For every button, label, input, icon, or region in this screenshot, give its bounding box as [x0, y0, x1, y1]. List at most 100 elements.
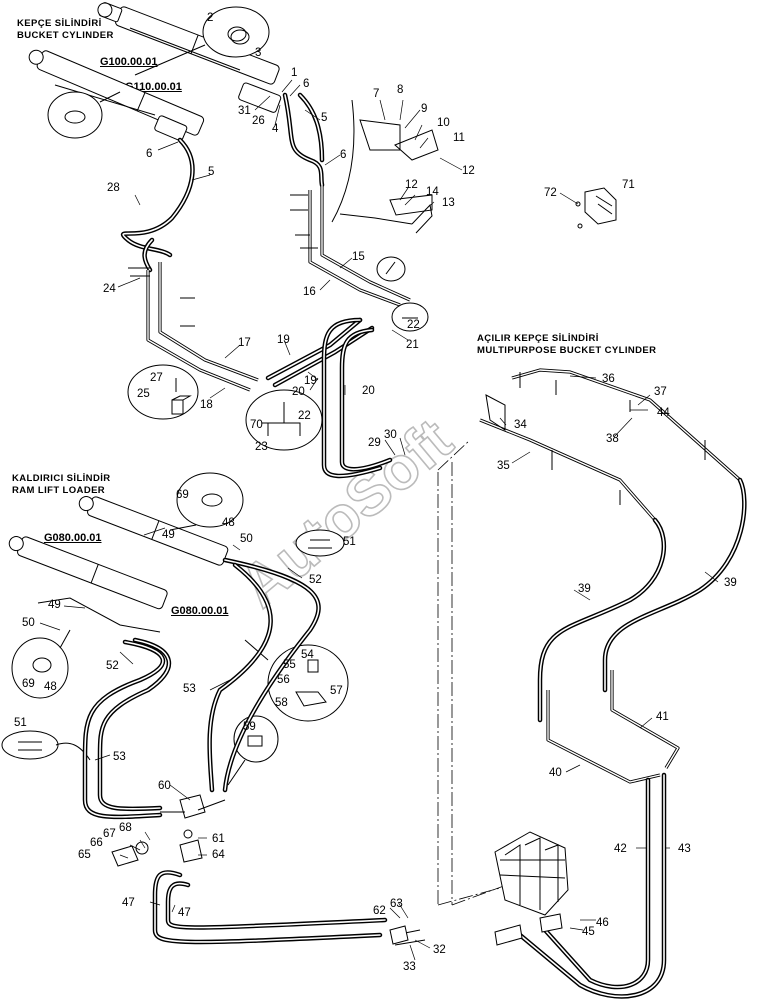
- part-number-label: 30: [384, 429, 397, 441]
- part-number-label: 39: [724, 577, 737, 589]
- caption-tr: AÇILIR KEPÇE SİLİNDİRİ: [477, 333, 599, 344]
- part-number-label: 22: [407, 319, 420, 331]
- part-number-label: 58: [275, 697, 288, 709]
- part-number-label: 50: [22, 617, 35, 629]
- part-number-label: 44: [657, 407, 670, 419]
- ram-lift-caption: KALDIRICI SİLİNDİR RAM LIFT LOADER: [12, 473, 111, 497]
- detail-circle-51-lower: [1, 730, 91, 761]
- control-valve: [494, 831, 569, 916]
- part-number-label: 56: [277, 674, 290, 686]
- part-number-label: 51: [14, 717, 27, 729]
- part-number-label: 6: [303, 78, 309, 90]
- part-number-label: 25: [137, 388, 150, 400]
- part-number-label: 19: [304, 375, 317, 387]
- part-number-label: 69: [176, 489, 189, 501]
- part-number-label: 51: [343, 536, 356, 548]
- part-number-label: 15: [352, 251, 365, 263]
- detail-circle-25-27: [127, 364, 199, 420]
- part-number-label: 2: [207, 12, 213, 24]
- part-number-label: 69: [22, 678, 35, 690]
- bucket-cylinder-caption: KEPÇE SİLİNDİRİ BUCKET CYLINDER: [17, 18, 114, 42]
- part-number-label: 42: [614, 843, 627, 855]
- part-number-label: 4: [272, 123, 279, 135]
- part-number-label: 48: [44, 681, 57, 693]
- part-number-label: 5: [208, 166, 214, 178]
- pin-detail: [376, 256, 429, 332]
- part-number-label: 12: [462, 165, 475, 177]
- part-number-label: 50: [240, 533, 253, 545]
- part-number-label: 67: [103, 828, 116, 840]
- code-g100: G100.00.01: [100, 56, 158, 68]
- part-number-label: 18: [200, 399, 213, 411]
- part-number-label: 46: [596, 917, 609, 929]
- multipurpose-pipes: [479, 368, 742, 522]
- valve-block-71: [575, 187, 617, 229]
- part-number-label: 63: [390, 898, 403, 910]
- part-number-label: 12: [405, 179, 418, 191]
- lift-cylinders: [8, 496, 229, 633]
- part-number-label: 29: [368, 437, 381, 449]
- part-number-label: 49: [162, 529, 175, 541]
- part-number-label: 62: [373, 905, 386, 917]
- part-number-label: 38: [606, 433, 619, 445]
- part-number-label: 3: [255, 47, 261, 59]
- part-number-label: 1: [291, 67, 297, 79]
- part-number-label: 6: [146, 148, 152, 160]
- part-number-label: 8: [397, 84, 403, 96]
- part-number-label: 21: [406, 339, 419, 351]
- part-number-label: 11: [453, 132, 465, 144]
- part-number-label: 26: [252, 115, 265, 127]
- lift-hoses: [82, 557, 321, 820]
- part-number-label: 53: [183, 683, 196, 695]
- part-number-label: 36: [602, 373, 615, 385]
- hoses-42-43: [517, 772, 667, 999]
- part-number-label: 53: [113, 751, 126, 763]
- part-number-label: 17: [238, 337, 251, 349]
- part-number-label: 23: [255, 441, 268, 453]
- part-number-label: 7: [373, 88, 379, 100]
- part-number-label: 39: [578, 583, 591, 595]
- code-g080-upper: G080.00.01: [44, 532, 102, 544]
- part-number-label: 20: [292, 386, 305, 398]
- part-number-label: 59: [243, 721, 256, 733]
- part-number-label: 37: [654, 386, 667, 398]
- part-number-label: 48: [222, 517, 235, 529]
- part-number-label: 13: [442, 197, 455, 209]
- part-number-label: 5: [321, 112, 327, 124]
- part-number-label: 65: [78, 849, 91, 861]
- part-number-label: 47: [122, 897, 135, 909]
- upper-hoses: [120, 92, 325, 273]
- bucket-cylinders: [28, 2, 282, 141]
- detail-circle-70-22-23: [245, 389, 323, 451]
- code-g080-lower: G080.00.01: [171, 605, 229, 617]
- part-number-label: 9: [421, 103, 427, 115]
- part-number-label: 16: [303, 286, 316, 298]
- part-number-label: 52: [309, 574, 322, 586]
- part-number-label: 71: [622, 179, 635, 191]
- reference-lines: [437, 439, 521, 906]
- part-number-label: 19: [277, 334, 290, 346]
- part-number-label: 24: [103, 283, 116, 295]
- detail-circle-g110: [47, 91, 121, 139]
- pipes-40-41: [546, 670, 680, 784]
- part-number-label: 34: [514, 419, 527, 431]
- upper-pipes: [128, 185, 411, 392]
- part-number-label: 28: [107, 182, 120, 194]
- detail-circle-69-48-lower: [11, 629, 71, 699]
- part-number-label: 61: [212, 833, 225, 845]
- part-number-label: 52: [106, 660, 119, 672]
- caption-en: BUCKET CYLINDER: [17, 30, 114, 41]
- part-number-label: 72: [544, 187, 557, 199]
- part-number-label: 47: [178, 907, 191, 919]
- part-number-label: 22: [298, 410, 311, 422]
- caption-en: RAM LIFT LOADER: [12, 485, 106, 496]
- frame-bracket: [331, 99, 439, 234]
- part-number-label: 33: [403, 961, 416, 973]
- part-number-label: 43: [678, 843, 691, 855]
- detail-circle-2-3: [134, 6, 270, 76]
- part-number-label: 6: [340, 149, 346, 161]
- hoses-19-20: [265, 317, 393, 479]
- caption-tr: KEPÇE SİLİNDİRİ: [17, 18, 102, 29]
